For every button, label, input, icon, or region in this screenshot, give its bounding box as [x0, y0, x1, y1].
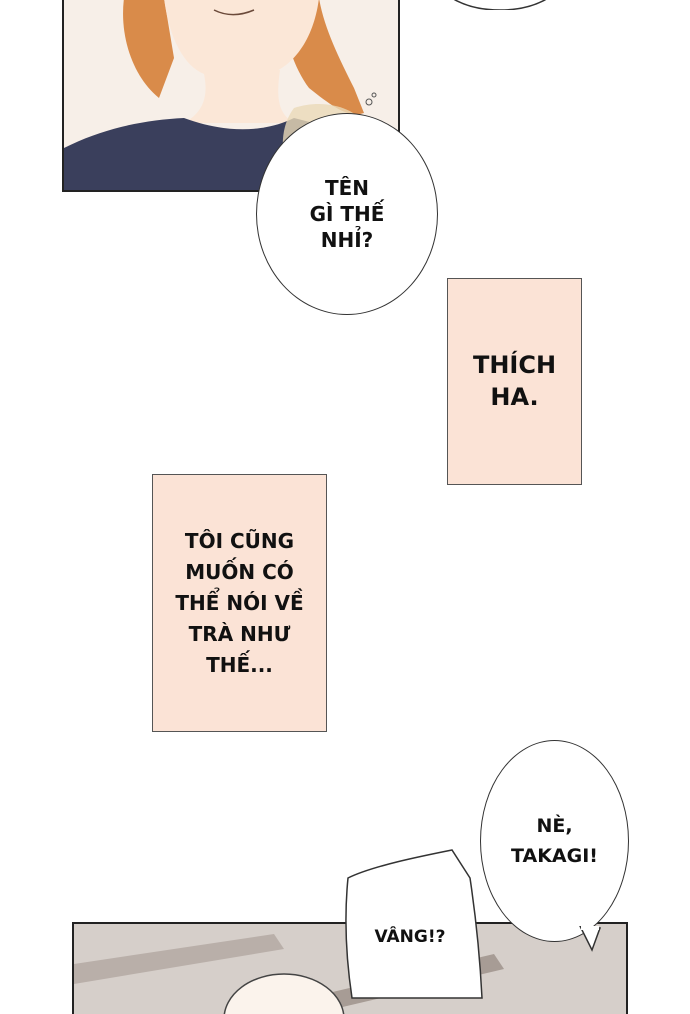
caption-line: HA.: [490, 382, 539, 411]
partial-bubble: [453, 0, 547, 10]
speech-bubble-ne: NÈ, TAKAGI!: [480, 740, 629, 942]
speech-bubble-vang-shape: [345, 849, 483, 999]
bubble-line: GÌ THẾ: [309, 202, 385, 226]
bubble-line: NHỈ?: [320, 228, 374, 252]
bubble-tail: [579, 926, 602, 952]
bubble-line: NÈ,: [536, 814, 573, 837]
caption-line: MUỐN CÓ: [185, 559, 294, 584]
caption-line: THÍCH: [472, 351, 557, 380]
speech-bubble-vang: VÂNG!?: [350, 920, 470, 954]
caption-line: THẾ...: [206, 652, 273, 677]
caption-line: THỂ NÓI VỀ: [175, 590, 304, 615]
bubble-line: TÊN: [324, 176, 370, 200]
bubble-line: TAKAGI!: [511, 845, 598, 867]
caption-box-toi: TÔI CŨNG MUỐN CÓ THỂ NÓI VỀ TRÀ NHƯ THẾ.…: [152, 474, 327, 732]
speech-bubble-name: TÊN GÌ THẾ NHỈ?: [256, 113, 438, 315]
caption-line: TÔI CŨNG: [184, 528, 295, 553]
caption-line: TRÀ NHƯ: [188, 621, 291, 646]
bubble-line: VÂNG!?: [374, 926, 446, 947]
caption-box-thich: THÍCH HA.: [447, 278, 582, 485]
